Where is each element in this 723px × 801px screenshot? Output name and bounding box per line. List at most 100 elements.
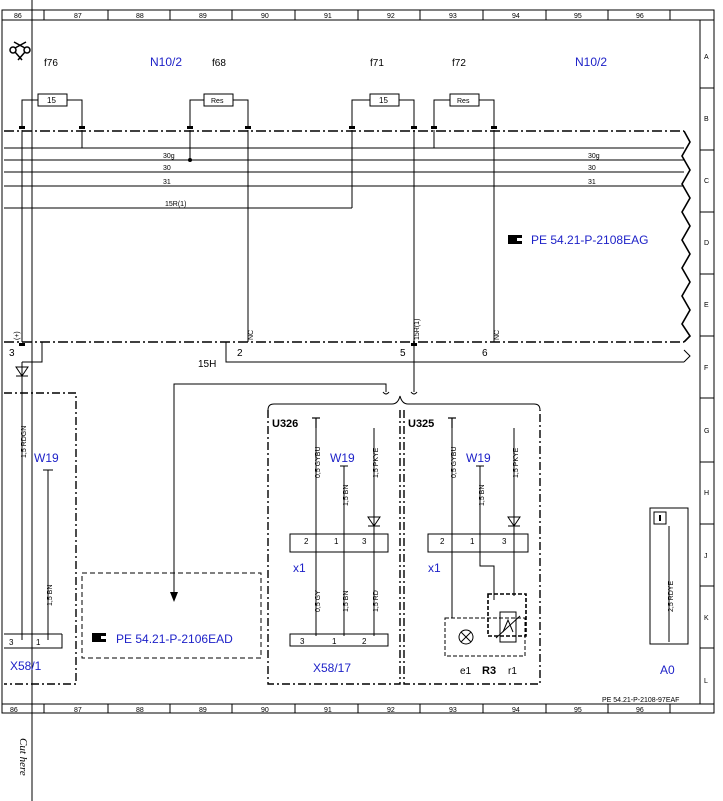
col-label: 91	[324, 707, 332, 714]
wire-bn-left-label: 1,5 BN	[47, 585, 54, 606]
u325-label: U325	[408, 418, 434, 430]
u326-gy-label: 0,5 GY	[315, 590, 322, 612]
wire-rdgn-label: 1,5 RDGN	[21, 426, 28, 458]
module-n10-2-left: N10/2	[150, 55, 182, 69]
row-label: A	[704, 54, 709, 61]
document-code: PE 54.21-P-2108-97EAF	[602, 697, 679, 704]
a0-box	[649, 507, 689, 645]
u326-pin3: 3	[362, 537, 367, 546]
w19-u325-label: W19	[466, 451, 491, 465]
group-bracket	[267, 395, 541, 411]
vertical-wires	[21, 130, 495, 342]
fuse-f76-body	[37, 93, 68, 107]
col-label: 89	[199, 707, 207, 714]
u325-pin1: 1	[470, 537, 475, 546]
wire-plus-label: (+)	[14, 331, 21, 340]
ground-triangle-icon	[15, 366, 29, 377]
junction-dot	[188, 158, 192, 162]
x58-1-label: X58/1	[10, 659, 42, 673]
row-label: J	[704, 553, 708, 560]
arrow-down-icon	[170, 592, 178, 602]
fuse-circuits	[21, 93, 495, 126]
r3-label: R3	[482, 665, 496, 677]
u326-pkye-label: 1,5 PKYE	[373, 447, 380, 478]
fuse-f72-body	[449, 93, 480, 107]
col-label: 92	[387, 13, 395, 20]
x58-1-pin3: 3	[9, 638, 14, 647]
row-label: H	[704, 490, 709, 497]
fuse-f72-label: f72	[452, 58, 466, 69]
fuse-f68-body	[203, 93, 234, 107]
row-label: G	[704, 428, 709, 435]
row-label: D	[704, 240, 709, 247]
pin-markers-bottom	[19, 343, 417, 346]
wire-return	[22, 342, 43, 363]
col-label: 90	[261, 13, 269, 20]
w19-left-label: W19	[34, 451, 59, 465]
col-label: 91	[324, 13, 332, 20]
u326-wires	[289, 428, 389, 647]
u325-wires	[427, 428, 529, 618]
bus-15r-label: 15R(1)	[165, 201, 186, 208]
pin-label-3: 3	[9, 348, 15, 359]
fuse-f68-label: f68	[212, 58, 226, 69]
col-label: 87	[74, 13, 82, 20]
reference-icon	[92, 633, 109, 642]
bus-30-label-left: 30	[163, 165, 171, 172]
wire-break	[382, 391, 390, 395]
e1-label: e1	[460, 666, 472, 677]
u326-bn-label: 1,5 BN	[343, 485, 350, 506]
x58-17-pin3: 3	[300, 637, 305, 646]
u325-boundary	[403, 410, 541, 685]
col-label: 88	[136, 13, 144, 20]
signal-route	[173, 342, 415, 600]
u325-x1-label: x1	[428, 561, 441, 575]
col-label: 90	[261, 707, 269, 714]
u326-gybu-label: 0,5 GYBU	[315, 446, 322, 478]
bus-30g-label-right: 30g	[588, 153, 600, 160]
u325-ground-icon	[507, 516, 521, 527]
break-zigzag	[681, 130, 692, 343]
fuse-f71-label: f71	[370, 58, 384, 69]
u326-rd-label: 1,5 RD	[373, 590, 380, 612]
r1-dashed-box	[487, 593, 527, 637]
u326-pin2: 2	[304, 537, 309, 546]
fuse-f71-value: 15	[379, 96, 388, 105]
row-labels: A B C D E F G H J K L	[704, 54, 709, 685]
u326-label: U326	[272, 418, 298, 430]
u325-gybu-label: 0,5 GYBU	[451, 446, 458, 478]
col-label: 87	[74, 707, 82, 714]
bus-30g-label-left: 30g	[163, 153, 175, 160]
col-label: 93	[449, 707, 457, 714]
u325-terminal-icon	[448, 417, 456, 428]
a0-label: A0	[660, 663, 675, 677]
pin-label-5: 5	[400, 348, 406, 359]
u326-x1-label: x1	[293, 561, 306, 575]
x58-17-pin2: 2	[362, 637, 367, 646]
wire-nc-label-1: NC	[248, 330, 255, 340]
cut-here-label: Cut here	[17, 738, 29, 776]
pin-label-2: 2	[237, 348, 243, 359]
col-label: 88	[136, 707, 144, 714]
wire-break	[410, 391, 418, 395]
column-labels-bottom: 86 87 88 89 90 91 92 93 94 95 96	[10, 707, 644, 714]
w19-u326-label: W19	[330, 451, 355, 465]
bus-30-label-right: 30	[588, 165, 596, 172]
ref-mid-box	[81, 572, 262, 659]
ref-mid-link[interactable]: PE 54.21-P-2106EAD	[116, 632, 233, 646]
wire-nc-label-2: NC	[494, 330, 501, 340]
fuse-f71-body	[369, 93, 400, 107]
info-icon	[653, 511, 667, 525]
u326-boundary	[267, 410, 401, 685]
wire-15r-label: 15R(1)	[414, 319, 421, 340]
col-label: 86	[10, 707, 18, 714]
x58-17-label: X58/17	[313, 661, 351, 675]
u325-pkye-label: 1,5 PKYE	[513, 447, 520, 478]
bus-31-label-right: 31	[588, 179, 596, 186]
ref-top-link[interactable]: PE 54.21-P-2108EAG	[531, 233, 648, 247]
x58-1-boundary	[4, 392, 77, 685]
row-ticks	[700, 87, 714, 649]
pin-markers-top	[19, 126, 497, 129]
r1-label: r1	[508, 666, 517, 677]
